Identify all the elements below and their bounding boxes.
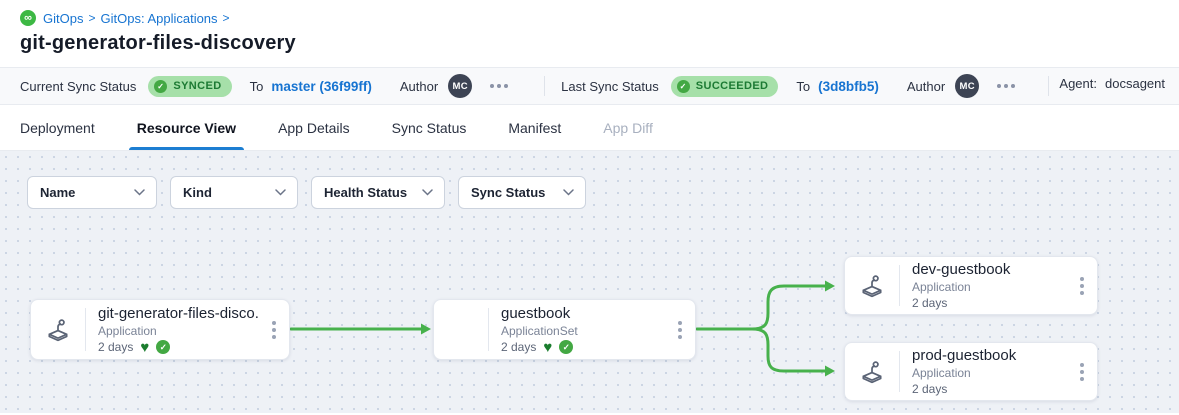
node-menu-button[interactable] <box>1067 343 1097 400</box>
tab-app-details[interactable]: App Details <box>278 119 350 136</box>
node-meta: 2 days <box>912 296 1067 310</box>
sync-check-icon: ✓ <box>559 340 574 354</box>
to-label: To <box>249 78 264 94</box>
node-kind: Application <box>98 323 157 338</box>
node-meta: 2 days ♥ ✓ <box>98 340 259 355</box>
node-title: guestbook <box>501 304 571 322</box>
applicationset-icon-placeholder <box>434 300 488 359</box>
filter-kind-dropdown[interactable]: Kind <box>170 176 298 209</box>
node-title: prod-guestbook <box>912 347 1017 364</box>
page-title: git-generator-files-discovery <box>20 32 296 54</box>
gitops-infinity-icon: ∞ <box>20 10 36 26</box>
succeeded-badge: ✓ SUCCEEDED <box>670 75 779 97</box>
node-title: dev-guestbook <box>912 261 1011 278</box>
breadcrumb-separator: > <box>222 11 230 25</box>
filter-name-label: Name <box>40 185 76 200</box>
node-age: 2 days <box>98 340 134 354</box>
node-menu-button[interactable] <box>259 300 289 359</box>
tab-resource-view[interactable]: Resource View <box>128 105 245 150</box>
agent-group: Agent: docsagent <box>1048 76 1165 96</box>
author-label: Author <box>906 78 946 94</box>
more-actions-button[interactable] <box>486 80 512 92</box>
page-header: ∞ GitOps > GitOps: Applications > git-ge… <box>0 0 1179 67</box>
check-circle-icon: ✓ <box>676 79 690 93</box>
filter-bar: Name Kind Health Status Sync Status <box>27 176 586 209</box>
check-circle-icon: ✓ <box>154 79 168 93</box>
author-avatar[interactable]: MC <box>955 74 980 98</box>
tab-bar: Deployment Resource View App Details Syn… <box>0 105 1179 151</box>
tab-app-diff[interactable]: App Diff <box>603 119 653 136</box>
node-kind: Application <box>912 366 971 380</box>
node-kind: ApplicationSet <box>501 323 578 338</box>
node-menu-button[interactable] <box>1067 257 1097 314</box>
tab-sync-status[interactable]: Sync Status <box>391 119 467 136</box>
filter-kind-label: Kind <box>183 185 212 200</box>
node-meta: 2 days <box>912 382 1067 396</box>
agent-label: Agent: <box>1059 76 1097 91</box>
sync-check-icon: ✓ <box>156 340 171 354</box>
author-avatar[interactable]: MC <box>448 74 473 98</box>
tab-manifest[interactable]: Manifest <box>508 119 562 136</box>
divider <box>544 76 546 96</box>
author-label: Author <box>399 78 439 94</box>
filter-health-status-label: Health Status <box>324 185 408 200</box>
synced-badge: ✓ SYNCED <box>148 75 232 97</box>
node-menu-button[interactable] <box>665 300 695 359</box>
node-body: dev-guestbook Application 2 days <box>900 257 1067 314</box>
filter-name-dropdown[interactable]: Name <box>27 176 157 209</box>
status-bar: Current Sync Status ✓ SYNCED To master (… <box>0 67 1179 105</box>
node-kind: Application <box>912 280 971 294</box>
filter-sync-status-label: Sync Status <box>471 185 546 200</box>
tab-deployment[interactable]: Deployment <box>20 119 95 136</box>
node-body: guestbook ApplicationSet 2 days ♥ ✓ <box>489 300 665 359</box>
last-sync-status-label: Last Sync Status <box>561 78 659 94</box>
divider <box>1048 76 1050 96</box>
node-age: 2 days <box>501 340 537 354</box>
graph-node-dev-guestbook[interactable]: dev-guestbook Application 2 days <box>844 256 1098 315</box>
current-revision-link[interactable]: master (36f99ff) <box>271 78 372 94</box>
succeeded-badge-label: SUCCEEDED <box>695 80 769 92</box>
node-age: 2 days <box>912 296 948 310</box>
chevron-down-icon <box>134 189 145 196</box>
filter-sync-status-dropdown[interactable]: Sync Status <box>458 176 586 209</box>
graph-node-prod-guestbook[interactable]: prod-guestbook Application 2 days <box>844 342 1098 401</box>
to-label: To <box>796 78 811 94</box>
chevron-down-icon <box>275 189 286 196</box>
node-body: prod-guestbook Application 2 days <box>900 343 1067 400</box>
chevron-down-icon <box>422 189 433 196</box>
node-meta: 2 days ♥ ✓ <box>501 340 665 355</box>
breadcrumb-separator: > <box>88 11 96 25</box>
health-heart-icon: ♥ <box>140 338 150 356</box>
application-icon <box>845 343 899 400</box>
resource-graph-canvas[interactable]: Name Kind Health Status Sync Status <box>0 151 1179 413</box>
node-age: 2 days <box>912 382 948 396</box>
divider <box>488 308 489 351</box>
divider <box>899 351 900 392</box>
health-heart-icon: ♥ <box>543 338 553 356</box>
breadcrumb: ∞ GitOps > GitOps: Applications > <box>20 10 1159 26</box>
divider <box>899 265 900 306</box>
application-icon <box>31 300 85 359</box>
current-sync-status-label: Current Sync Status <box>20 78 137 94</box>
breadcrumb-gitops[interactable]: GitOps <box>43 10 84 26</box>
graph-node-git-generator-files-discovery[interactable]: git-generator-files-disco... Application… <box>30 299 290 360</box>
breadcrumb-applications[interactable]: GitOps: Applications <box>100 10 218 26</box>
more-actions-button[interactable] <box>993 80 1019 92</box>
agent-value: docsagent <box>1105 76 1165 91</box>
divider <box>85 308 86 351</box>
chevron-down-icon <box>563 189 574 196</box>
synced-badge-label: SYNCED <box>173 80 222 92</box>
application-icon <box>845 257 899 314</box>
filter-health-status-dropdown[interactable]: Health Status <box>311 176 445 209</box>
last-revision-link[interactable]: (3d8bfb5) <box>818 78 879 94</box>
graph-node-guestbook[interactable]: guestbook ApplicationSet 2 days ♥ ✓ <box>433 299 696 360</box>
node-body: git-generator-files-disco... Application… <box>86 300 259 359</box>
node-title: git-generator-files-disco... <box>98 304 259 322</box>
